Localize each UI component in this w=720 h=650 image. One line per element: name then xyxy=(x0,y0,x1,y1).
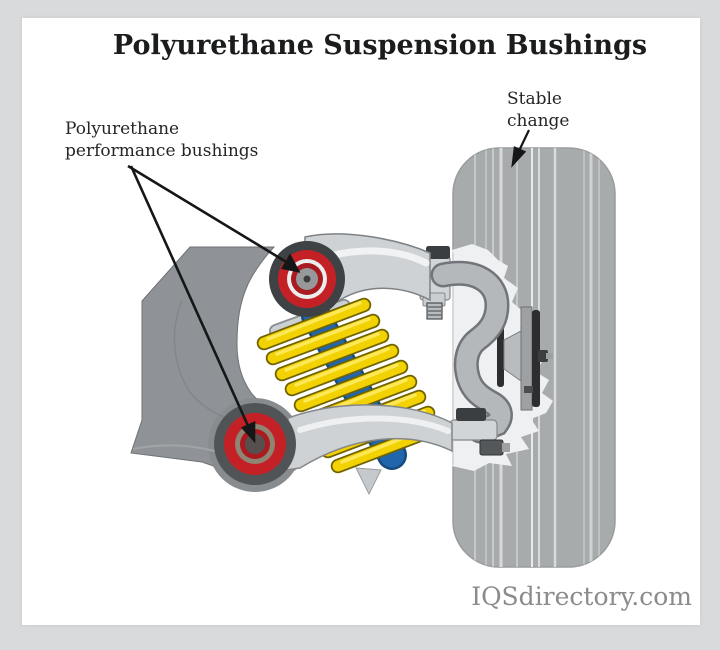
callout-arrows xyxy=(127,129,530,444)
brake-rotor-edge xyxy=(532,310,540,407)
hub-bolt xyxy=(538,350,548,362)
arrow-to-upper-bushing xyxy=(127,164,289,265)
lower-arm-tab xyxy=(355,467,382,496)
watermark-iqsdirectory: IQSdirectory.com xyxy=(471,582,692,611)
lower-arm-highlight xyxy=(297,415,451,434)
lower-joint-stub xyxy=(502,443,510,452)
lower-bolt-cap xyxy=(456,408,486,421)
lower-bushing-icon xyxy=(214,403,296,485)
caliper-bolt xyxy=(524,386,533,393)
label-stable-change-line1: Stable xyxy=(507,89,562,109)
page-title: Polyurethane Suspension Bushings xyxy=(112,30,648,61)
hub-bolt-pin xyxy=(546,353,553,359)
brake-rotor-plate xyxy=(520,306,533,411)
label-polyurethane-bushings: Polyurethane performance bushings xyxy=(65,118,258,162)
lower-control-arm-icon xyxy=(285,404,453,496)
upper-bushing-icon xyxy=(269,241,345,317)
arrow-to-lower-bushing xyxy=(129,165,251,429)
upper-arm-highlight xyxy=(326,247,430,267)
brake-pad-bar xyxy=(497,325,504,387)
lower-joint-nut xyxy=(479,439,504,456)
label-stable-change: Stable change xyxy=(507,88,570,132)
steering-knuckle-icon xyxy=(430,260,513,444)
arrowhead-upper-bushing xyxy=(280,253,301,273)
label-polyurethane-bushings-line1: Polyurethane xyxy=(65,119,180,139)
lower-joint-plate xyxy=(449,419,498,441)
arrowhead-lower-bushing xyxy=(240,420,256,444)
label-polyurethane-bushings-line2: performance bushings xyxy=(65,141,259,161)
arrowhead-tire xyxy=(511,146,527,168)
label-stable-change-line2: change xyxy=(507,111,570,131)
upper-bolt-icon xyxy=(426,246,450,320)
brake-disc-icon xyxy=(497,306,553,411)
upper-bolt-cap xyxy=(426,246,450,259)
